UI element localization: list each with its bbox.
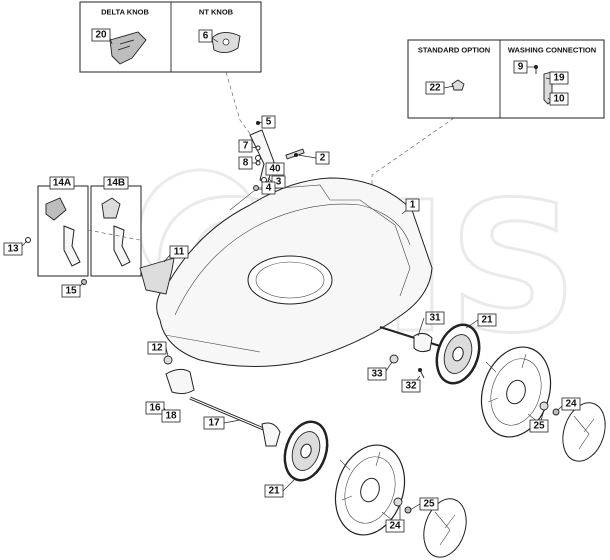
inset-14 [37, 185, 142, 277]
label-14a[interactable]: 14A [49, 176, 75, 190]
label-19[interactable]: 19 [549, 71, 569, 85]
label-24-front[interactable]: 24 [561, 397, 581, 411]
mulch-flap [139, 257, 175, 295]
svg-text:16: 16 [149, 403, 161, 414]
label-6[interactable]: 6 [198, 29, 213, 43]
label-2[interactable]: 2 [315, 151, 330, 165]
svg-text:21: 21 [268, 486, 280, 497]
label-4[interactable]: 4 [261, 181, 276, 195]
svg-text:21: 21 [481, 315, 493, 326]
label-31[interactable]: 31 [425, 311, 445, 325]
label-15[interactable]: 15 [61, 284, 81, 298]
washer-24-b [393, 497, 403, 507]
label-5[interactable]: 5 [261, 115, 276, 129]
svg-text:10: 10 [553, 94, 565, 105]
inset-knobs: DELTA KNOB NT KNOB [79, 1, 262, 73]
svg-text:33: 33 [371, 369, 383, 380]
svg-text:17: 17 [208, 418, 220, 429]
label-10[interactable]: 10 [549, 92, 569, 106]
svg-text:8: 8 [243, 158, 249, 169]
plug-part [451, 79, 465, 91]
mower-deck [156, 177, 433, 368]
svg-text:40: 40 [269, 164, 281, 175]
svg-text:14A: 14A [53, 178, 71, 189]
rear-wheel-hub [283, 420, 329, 482]
svg-text:25: 25 [423, 499, 435, 510]
svg-text:25: 25 [533, 421, 545, 432]
label-21-front[interactable]: 21 [477, 313, 497, 327]
label-25-rear[interactable]: 25 [419, 497, 439, 511]
washer-24-a [539, 401, 549, 411]
nt-knob-title: NT KNOB [199, 8, 234, 17]
label-25-front[interactable]: 25 [529, 419, 549, 433]
label-16[interactable]: 16 [145, 401, 165, 415]
front-wheel-hub [435, 323, 481, 385]
label-12[interactable]: 12 [147, 341, 167, 355]
svg-text:9: 9 [518, 62, 524, 73]
rear-hubcap [423, 498, 467, 558]
svg-text:5: 5 [266, 117, 272, 128]
rear-wheel [334, 444, 406, 536]
svg-text:19: 19 [553, 73, 565, 84]
label-18[interactable]: 18 [161, 409, 181, 423]
label-21-rear[interactable]: 21 [264, 484, 284, 498]
washing-connection-title: WASHING CONNECTION [508, 46, 596, 55]
svg-text:15: 15 [65, 286, 77, 297]
svg-text:2: 2 [320, 153, 326, 164]
label-40[interactable]: 40 [265, 162, 285, 176]
nut-25-b [404, 506, 412, 514]
svg-text:4: 4 [266, 183, 272, 194]
label-13[interactable]: 13 [3, 242, 23, 256]
svg-text:20: 20 [95, 30, 107, 41]
lever-14a-knob [45, 197, 67, 221]
svg-text:3: 3 [276, 177, 282, 188]
nut-25-a [552, 408, 560, 416]
standard-option-title: STANDARD OPTION [418, 46, 490, 55]
label-8[interactable]: 8 [238, 156, 253, 170]
front-axle [379, 326, 441, 379]
svg-text:31: 31 [429, 313, 441, 324]
lever-14b-knob [101, 197, 121, 219]
label-32[interactable]: 32 [401, 379, 421, 393]
nut-4 [253, 185, 259, 191]
svg-text:18: 18 [165, 411, 177, 422]
label-11[interactable]: 11 [169, 245, 189, 259]
label-9[interactable]: 9 [513, 60, 528, 74]
delta-knob-part [109, 31, 147, 65]
label-1[interactable]: 1 [405, 198, 420, 212]
label-20[interactable]: 20 [91, 28, 111, 42]
label-24-rear[interactable]: 24 [385, 519, 405, 533]
svg-text:12: 12 [151, 343, 163, 354]
svg-text:14B: 14B [107, 178, 125, 189]
svg-text:24: 24 [389, 521, 401, 532]
label-22[interactable]: 22 [425, 81, 445, 95]
svg-text:22: 22 [429, 83, 441, 94]
front-hubcap [562, 402, 606, 462]
svg-text:13: 13 [7, 244, 19, 255]
label-14b[interactable]: 14B [103, 176, 129, 190]
front-wheel [480, 346, 552, 438]
pin-2 [294, 153, 298, 157]
svg-text:24: 24 [565, 399, 577, 410]
label-33[interactable]: 33 [367, 367, 387, 381]
svg-text:6: 6 [203, 31, 209, 42]
lever-14a-arm [63, 225, 81, 267]
svg-text:1: 1 [410, 200, 416, 211]
svg-text:32: 32 [405, 381, 417, 392]
delta-knob-title: DELTA KNOB [101, 8, 149, 17]
label-17[interactable]: 17 [203, 416, 225, 430]
label-7[interactable]: 7 [238, 139, 253, 153]
svg-text:11: 11 [174, 247, 185, 258]
svg-text:7: 7 [243, 141, 249, 152]
inset-options: STANDARD OPTION WASHING CONNECTION [407, 39, 605, 119]
